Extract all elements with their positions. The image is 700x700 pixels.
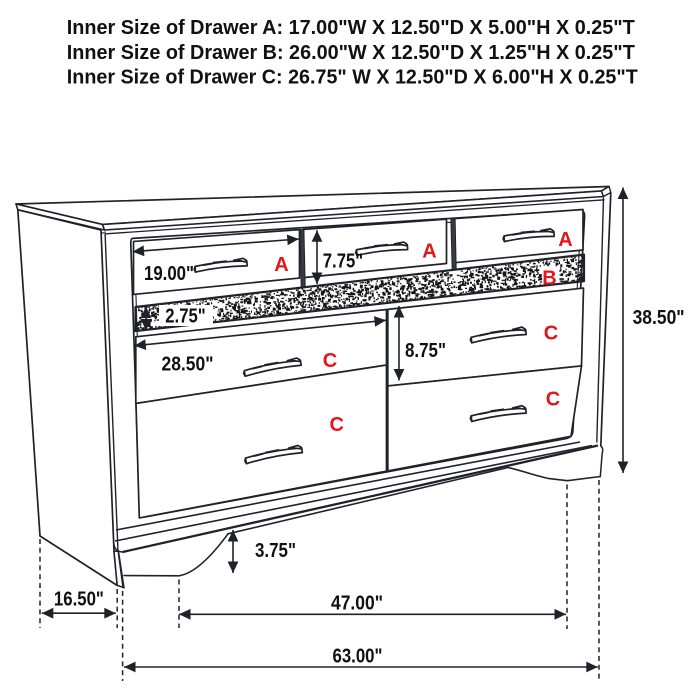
svg-text:3.75": 3.75" <box>255 539 296 562</box>
svg-text:Inner Size of Drawer A: 17.00": Inner Size of Drawer A: 17.00"W X 12.50"… <box>67 17 635 39</box>
svg-text:B: B <box>542 267 556 289</box>
svg-text:Inner Size of Drawer B: 26.00": Inner Size of Drawer B: 26.00"W X 12.50"… <box>67 42 635 64</box>
svg-text:38.50": 38.50" <box>633 306 685 329</box>
svg-text:Inner Size of Drawer C: 26.75": Inner Size of Drawer C: 26.75" W X 12.50… <box>67 66 638 88</box>
svg-text:16.50": 16.50" <box>54 588 104 611</box>
svg-text:63.00": 63.00" <box>333 645 383 668</box>
svg-text:A: A <box>274 254 288 276</box>
svg-text:28.50": 28.50" <box>162 353 214 376</box>
svg-text:A: A <box>422 240 436 262</box>
svg-text:8.75": 8.75" <box>405 339 446 362</box>
svg-text:7.75": 7.75" <box>323 250 364 273</box>
svg-text:C: C <box>329 414 343 436</box>
svg-text:C: C <box>323 350 337 372</box>
svg-text:19.00": 19.00" <box>144 262 194 285</box>
svg-text:47.00": 47.00" <box>331 592 383 615</box>
svg-text:C: C <box>546 388 560 410</box>
svg-text:A: A <box>558 229 572 251</box>
svg-text:C: C <box>544 322 558 344</box>
svg-text:2.75": 2.75" <box>165 305 206 328</box>
